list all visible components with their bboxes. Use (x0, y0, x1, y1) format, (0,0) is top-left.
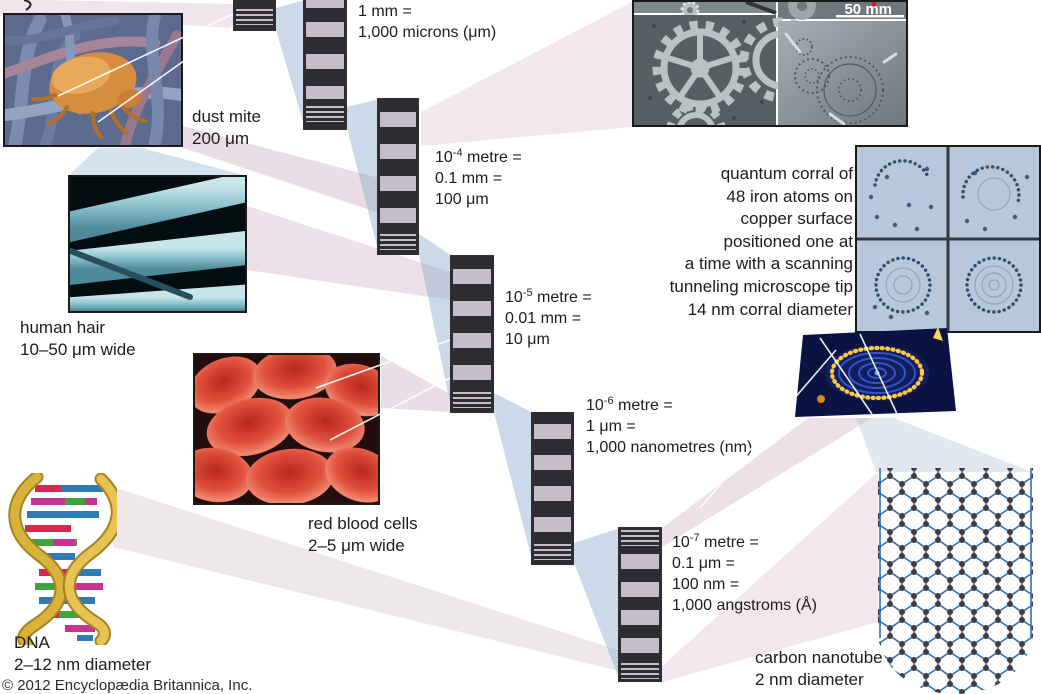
ruler-1e-4 (377, 98, 419, 255)
scale-label-1e-7: 10-7 metre =0.1 μm =100 nm =1,000 angstr… (672, 531, 817, 614)
ruler-1e-5 (450, 255, 494, 413)
dna-illustration (5, 473, 117, 645)
ruler-fine-stripes (621, 530, 659, 546)
scale-label-1e-4: 10-4 metre =0.1 mm =100 μm (435, 146, 522, 208)
scale-label-1mm: 1 mm =1,000 microns (μm) (358, 3, 497, 41)
dust-mite-photo (3, 13, 183, 147)
quantum-corral-3d-illustration (795, 327, 956, 417)
cone-ruler2-3 (347, 99, 379, 254)
dust-mite-illustration (5, 15, 181, 145)
ruler-fine-stripes (453, 392, 491, 408)
gears-scale-bar-label: 50 mm (844, 2, 892, 18)
stm-spike (933, 327, 943, 341)
bracket-tail-glyph (23, 0, 32, 11)
cone-mite-hair (68, 148, 247, 176)
gears-scale-bar (836, 15, 904, 18)
human-hair-illustration (70, 177, 245, 311)
cone-ruler5-6 (574, 528, 620, 681)
ruler-fine-stripes (621, 663, 659, 679)
cone-nanotube-ruler (662, 472, 878, 682)
cone-dna-ruler (113, 487, 660, 681)
dna-backbone (8, 473, 117, 645)
red-dot (871, 2, 877, 7)
dna-helix (8, 473, 117, 645)
carbon-nanotube-model (878, 468, 1033, 694)
cone-gears-ruler (421, 2, 632, 146)
micro-gears-illustration: 50 mm (634, 2, 906, 125)
cone-ruler1-2 (276, 0, 305, 128)
ruler-1e-7 (618, 527, 662, 682)
red-blood-cells-illustration (195, 355, 378, 503)
human-hair-photo (68, 175, 247, 313)
quantum-corral-panels-photo (855, 145, 1041, 333)
red-blood-cells-photo (193, 353, 380, 505)
scale-label-1e-6: 10-6 metre =1 μm =1,000 nanometres (nm) (586, 394, 753, 456)
quantum-corral-3d-image (795, 325, 956, 418)
cone-hair-ruler (247, 206, 450, 300)
ruler-1e-6 (531, 412, 574, 565)
cone-rbc-ruler (381, 356, 450, 412)
copyright-notice: © 2012 Encyclopædia Britannica, Inc. (2, 677, 253, 694)
micro-gears-photo: 50 mm (632, 0, 908, 127)
cone-ruler4-5 (494, 393, 533, 564)
scale-label-1e-5: 10-5 metre =0.01 mm =10 μm (505, 286, 592, 348)
ruler-1mm-partial (233, 0, 276, 31)
ruler-1mm (303, 0, 347, 130)
carbon-nanotube-illustration (878, 468, 1033, 694)
ruler-fine-stripes (236, 9, 273, 25)
ruler-fine-stripes (534, 544, 571, 560)
ruler-fine-stripes (306, 106, 344, 122)
quantum-corral-panels-illustration (857, 147, 1039, 331)
cone-mite-ruler (183, 126, 379, 213)
ruler-fine-stripes (380, 234, 416, 250)
cone-corral-nanotube (856, 418, 1032, 472)
